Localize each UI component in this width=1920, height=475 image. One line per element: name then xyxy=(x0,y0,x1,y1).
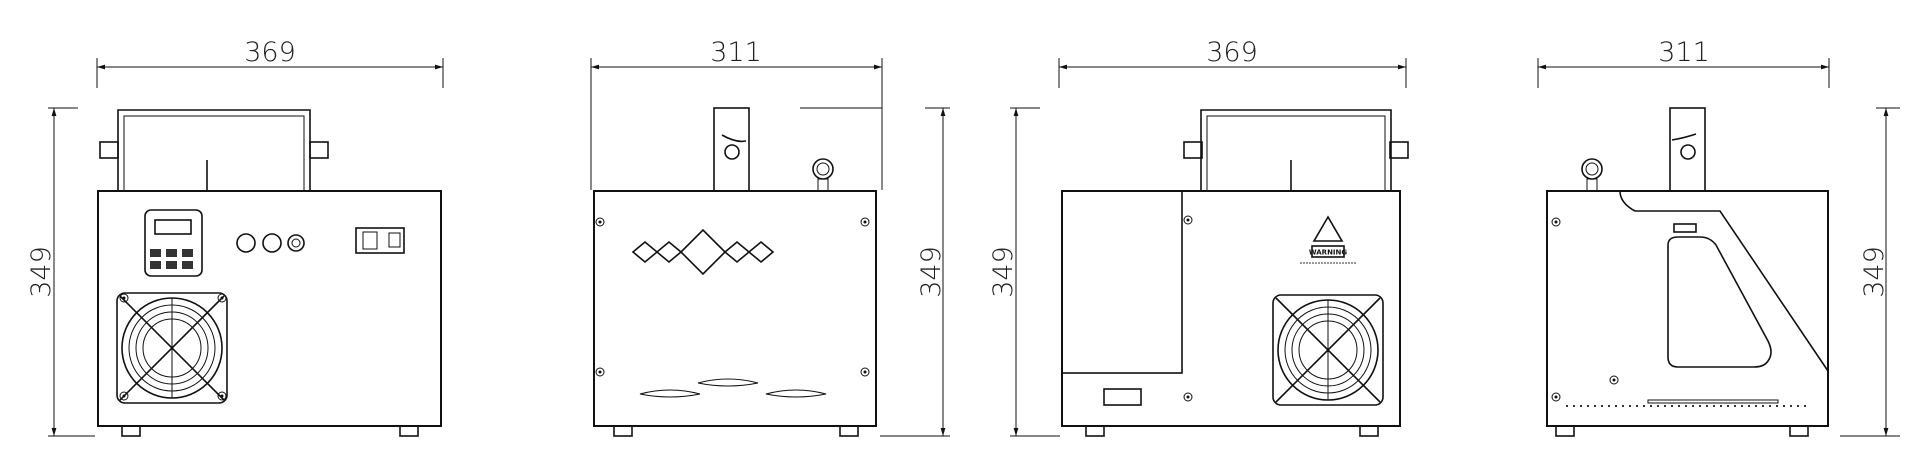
height-dimension: 349 xyxy=(880,107,950,437)
height-dimension: 349 xyxy=(1840,107,1900,437)
width-dimension: 369 xyxy=(1058,37,1407,88)
warning-label: WARNING xyxy=(1300,215,1356,264)
width-label: 369 xyxy=(244,37,296,68)
housing xyxy=(1061,190,1401,427)
width-dimension: 369 xyxy=(96,37,444,88)
width-label: 311 xyxy=(710,37,762,68)
height-label: 349 xyxy=(988,246,1019,298)
width-label: 369 xyxy=(1206,37,1258,68)
front-view: 369 349 xyxy=(26,37,444,437)
side-panel-contour xyxy=(1619,190,1829,372)
housing xyxy=(1546,190,1829,427)
height-dimension: 349 xyxy=(26,107,95,437)
housing xyxy=(593,190,877,427)
indicator xyxy=(1673,223,1697,233)
width-label: 311 xyxy=(1658,37,1710,68)
serial-label xyxy=(1103,388,1142,406)
mounting-bracket xyxy=(1183,109,1409,191)
warning-text: WARNING xyxy=(1309,249,1348,257)
eyebolt xyxy=(812,158,834,192)
mounting-bracket xyxy=(99,109,329,191)
vent-pattern xyxy=(631,228,827,398)
right-side-view: 311 349 xyxy=(1537,37,1900,437)
rear-view: 369 349 WARNING xyxy=(988,37,1409,437)
housing xyxy=(97,190,442,427)
height-label: 349 xyxy=(26,246,57,298)
height-dimension: 349 xyxy=(988,107,1060,437)
bracket-post xyxy=(713,107,750,192)
height-label: 349 xyxy=(1859,246,1890,298)
xlr-connectors xyxy=(236,233,305,253)
window-cutout xyxy=(1667,236,1772,368)
width-dimension: 311 xyxy=(1537,37,1830,88)
control-panel xyxy=(144,209,203,277)
width-dimension: 311 xyxy=(590,37,883,190)
power-inlet xyxy=(355,227,405,254)
eyebolt xyxy=(1581,158,1603,192)
height-label: 349 xyxy=(916,246,947,298)
left-side-view: 311 349 xyxy=(590,37,950,437)
access-panel xyxy=(1061,190,1183,374)
bracket-post xyxy=(1669,107,1706,192)
